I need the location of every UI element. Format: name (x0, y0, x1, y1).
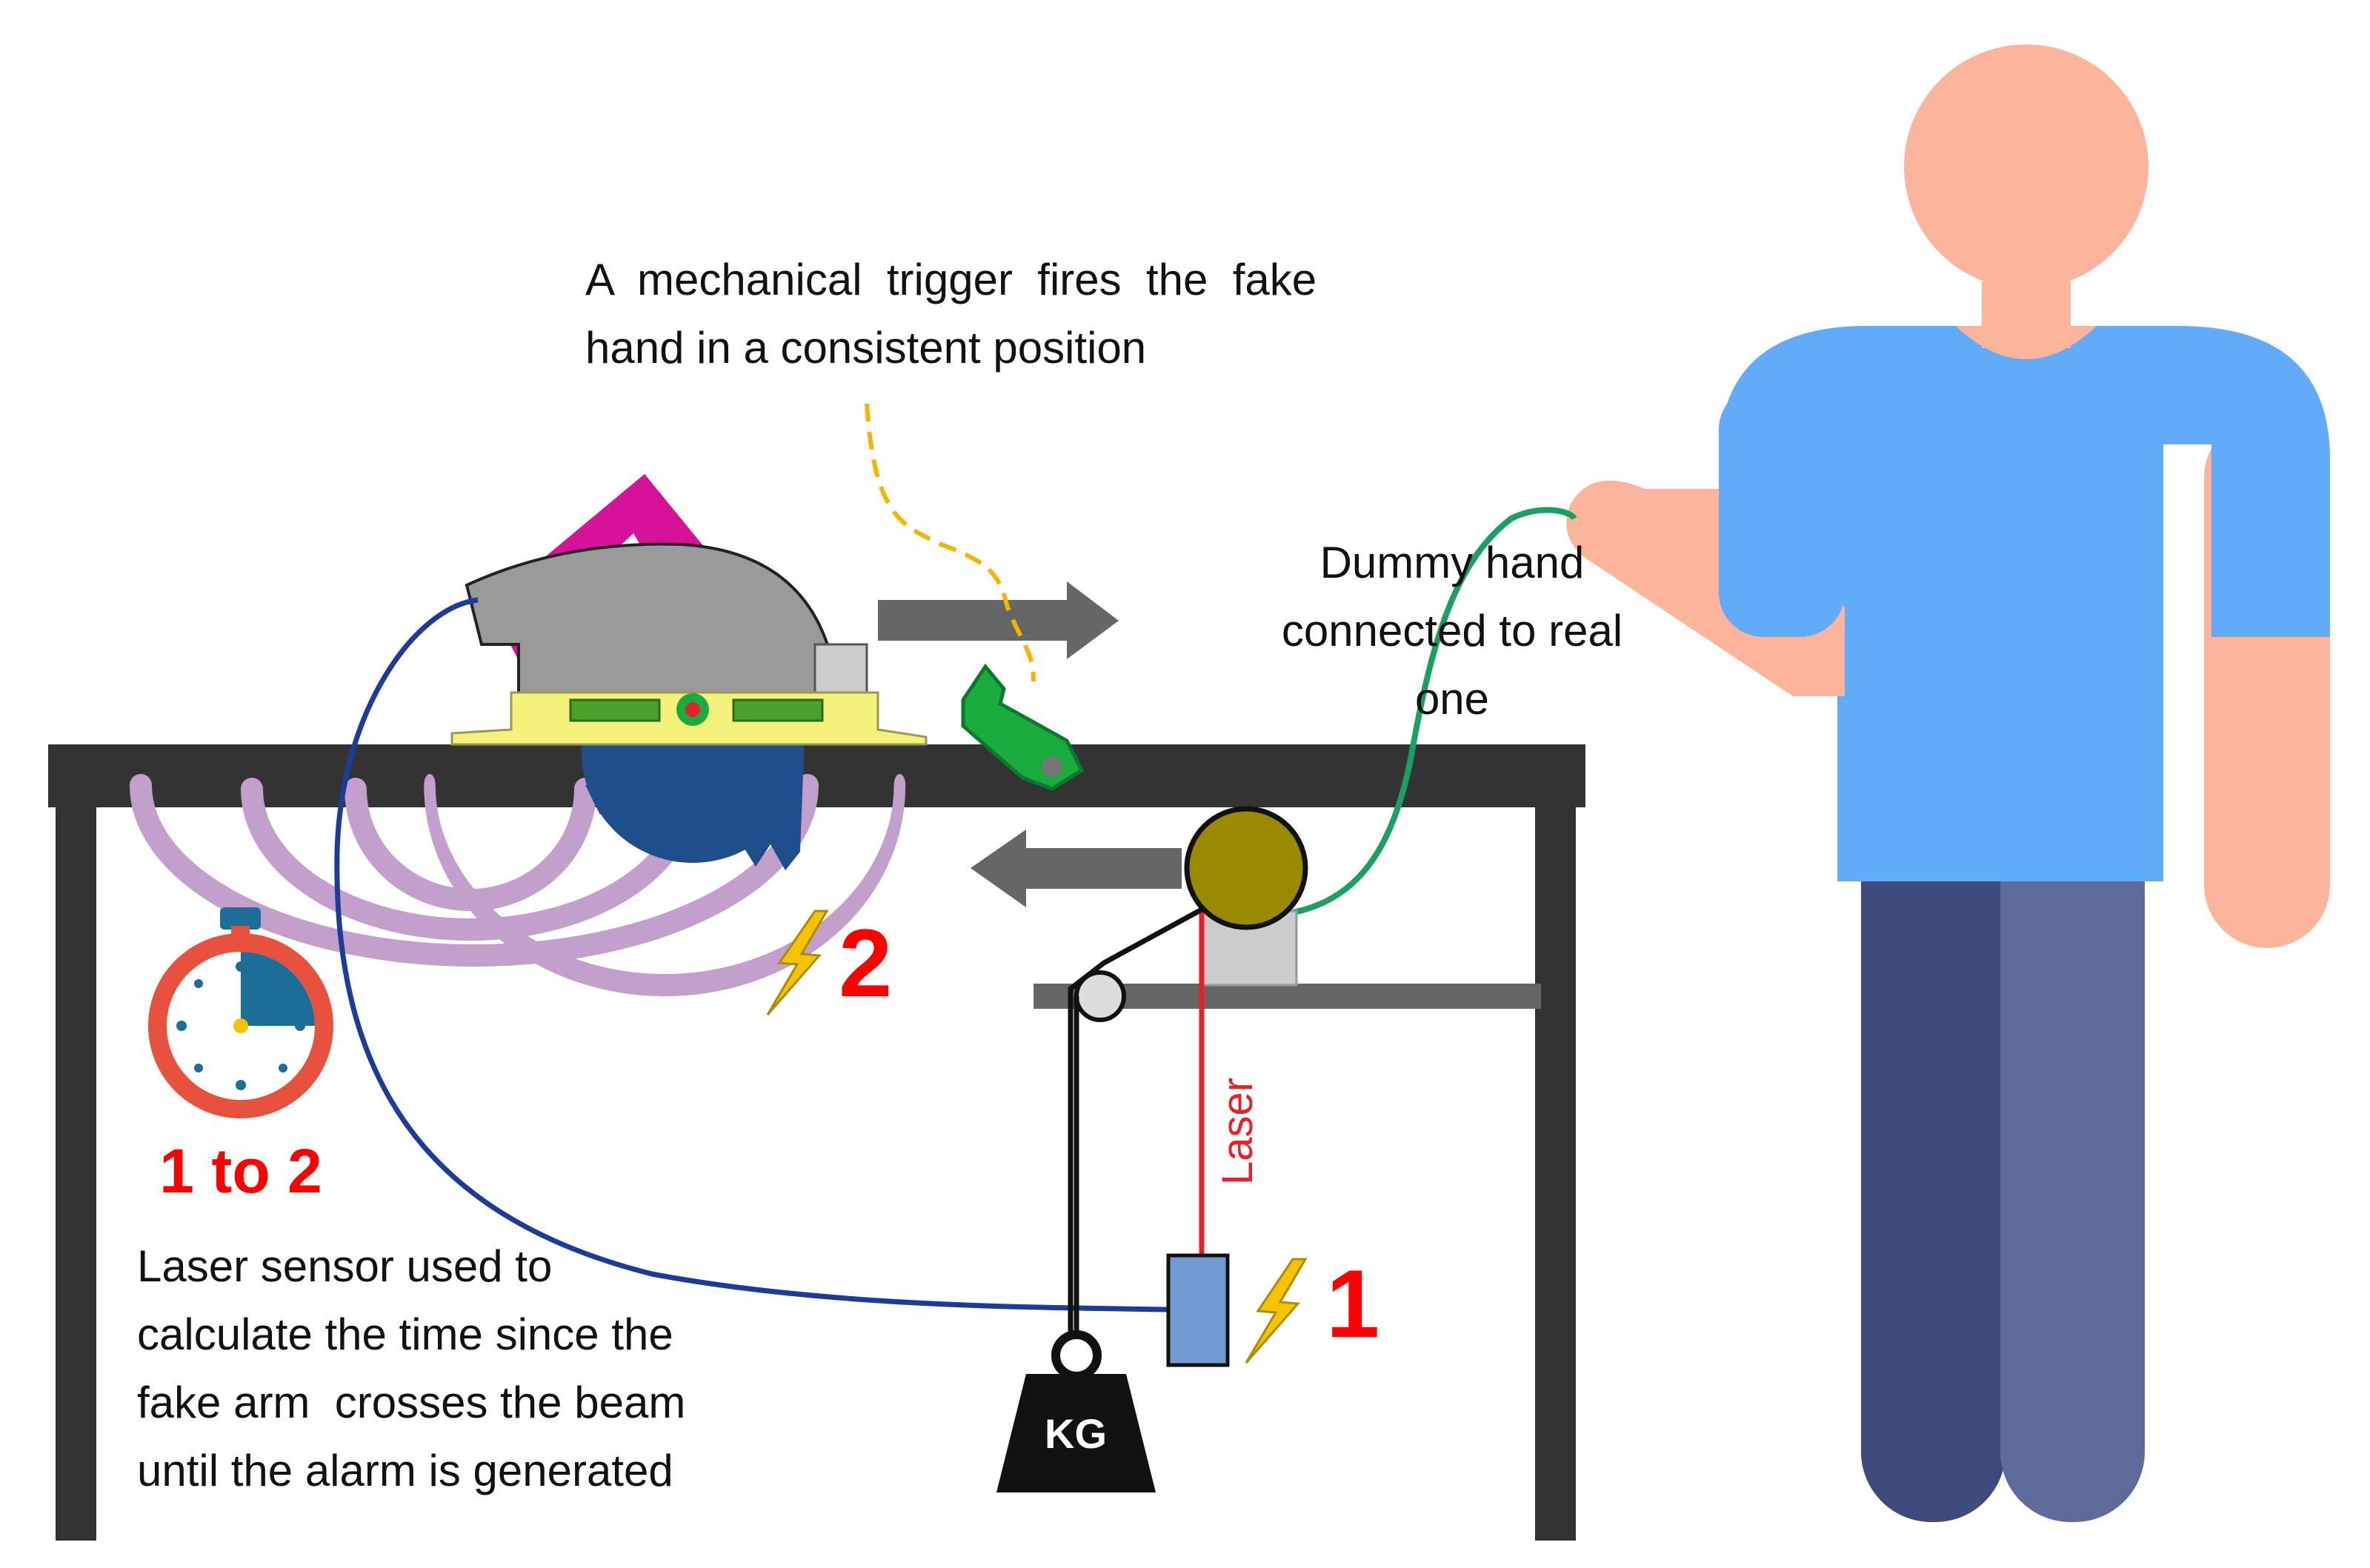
table (48, 744, 1585, 1541)
kg-weight (996, 1330, 1156, 1492)
stopwatch-icon (148, 907, 333, 1118)
saw-guard (465, 542, 851, 713)
pulley-wheel-small (1074, 970, 1126, 1022)
person-left-leg (1861, 870, 2005, 1522)
trigger-line-2: hand in a consistent position (585, 323, 1146, 373)
person-leg-top-left (1861, 870, 2005, 959)
sensor-line-1: Laser sensor used to (137, 1241, 552, 1291)
dummy-line-1: Dummy hand (1320, 538, 1585, 587)
weight-ring (1051, 1330, 1102, 1381)
trigger-caption: A mechanical trigger fires the fake hand… (585, 255, 1317, 373)
dummy-hand-caption: Dummy hand connected to real one (1282, 538, 1622, 724)
weight-label: KG (1045, 1410, 1107, 1457)
arrow-right (878, 581, 1119, 659)
person-figure (1566, 44, 2330, 1522)
stopwatch-ticks (176, 961, 305, 1090)
trigger-wire (865, 403, 1036, 682)
sensor-line-2: calculate the time since the (137, 1310, 673, 1359)
saw-green-strip-right (732, 698, 824, 722)
lightning-bolt-1 (1245, 1258, 1308, 1364)
laser-label: Laser (1214, 1078, 1262, 1185)
person-head (1904, 44, 2148, 289)
wave-3 (130, 774, 819, 967)
marker-one: 1 (1326, 1250, 1379, 1358)
sensor-line-4: until the alarm is generated (137, 1446, 673, 1495)
pulley-system (1068, 806, 1308, 1337)
wave-4 (424, 774, 906, 996)
timer-caption: 1 to 2 (159, 1136, 322, 1206)
laser-sensor (1166, 1253, 1230, 1367)
saw-green-strip-left (569, 698, 661, 722)
lightning-bolt-2 (766, 910, 829, 1015)
stopwatch-button (220, 907, 261, 930)
stopwatch-wedge (241, 952, 315, 1026)
marker-two: 2 (839, 909, 892, 1017)
dummy-line-3: one (1415, 674, 1489, 724)
saw-arbor-center (685, 702, 700, 717)
person-leg-top-right (2000, 870, 2145, 959)
person-right-leg (2000, 870, 2145, 1522)
person-torso (1837, 415, 2163, 881)
sensor-caption: Laser sensor used to calculate the time … (137, 1241, 685, 1495)
person-left-sleeve (1719, 385, 1845, 637)
circular-saw (450, 474, 928, 870)
trigger-line-1: A mechanical trigger fires the fake (585, 255, 1317, 304)
table-left-leg (56, 807, 96, 1541)
pulley-wheel-main (1184, 806, 1308, 930)
dummy-hand-wire (1292, 507, 1577, 915)
weight-body (996, 1374, 1156, 1492)
sensor-cable (334, 597, 1168, 1312)
sensor-line-3: fake arm crosses the beam (137, 1378, 685, 1427)
person-collar (1956, 326, 2097, 359)
dummy-line-2: connected to real (1282, 606, 1622, 655)
arrow-left (971, 830, 1182, 907)
mechanical-trigger (961, 663, 1085, 791)
table-right-leg (1535, 807, 1576, 1541)
stopwatch-center (233, 1018, 248, 1033)
